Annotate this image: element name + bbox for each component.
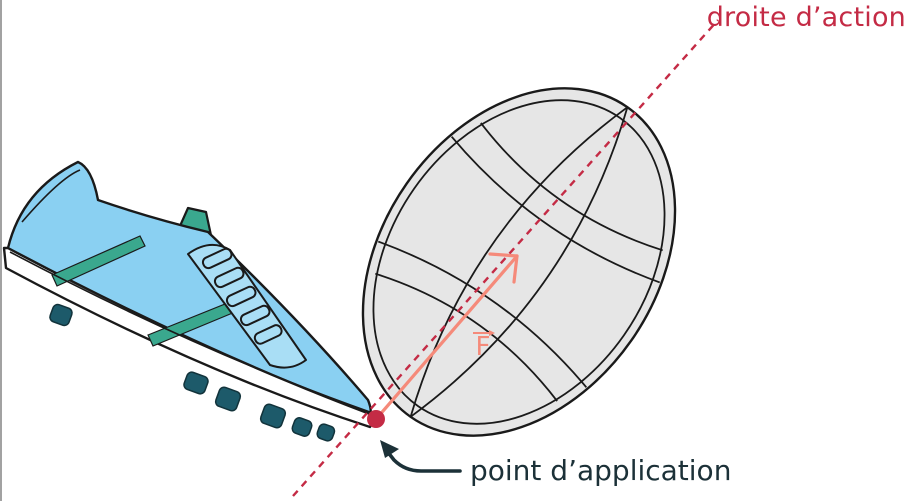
- line-of-action-label: droite d’action: [706, 2, 906, 33]
- application-point-dot: [367, 410, 385, 428]
- line-of-action: [292, 19, 719, 497]
- force-vector: [375, 252, 519, 420]
- football-boot: [2, 160, 378, 442]
- force-symbol-text: F: [475, 332, 491, 362]
- vector-arrow-icon: [471, 330, 495, 336]
- callout-arrow-icon: [380, 440, 462, 473]
- application-point-label: point d’application: [470, 454, 732, 487]
- force-symbol-label: F: [470, 330, 496, 362]
- rugby-ball: [361, 87, 677, 437]
